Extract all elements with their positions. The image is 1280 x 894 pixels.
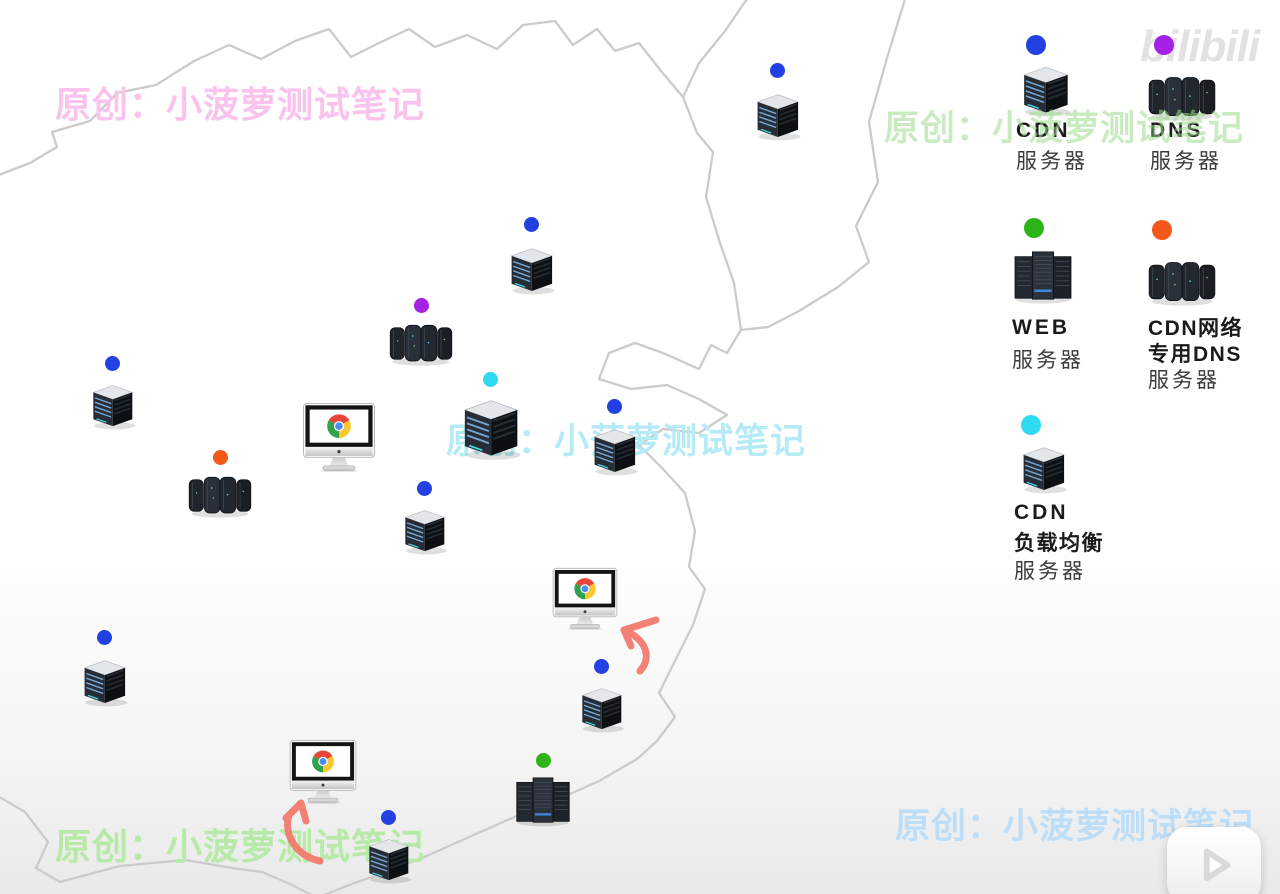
map-node-dns <box>387 298 455 366</box>
watermark-top-left: 原创：小菠萝测试笔记 <box>55 84 426 125</box>
map-node-cdn <box>354 810 422 885</box>
server-cluster-icon <box>1148 258 1216 306</box>
server-cluster-icon <box>389 321 453 366</box>
play-button[interactable] <box>1167 827 1261 894</box>
map-node-cdn <box>497 217 565 296</box>
legend-sublabel: 服务器 <box>1148 369 1220 392</box>
tower-server-icon <box>86 379 138 431</box>
legend-label: WEB <box>1012 316 1070 339</box>
legend-cdn-load-balancer-dot <box>1021 415 1041 435</box>
tower-server-icon <box>750 88 804 142</box>
legend-item-web: WEB 服务器 <box>1010 216 1140 376</box>
tower-server-icon <box>77 654 131 708</box>
tower-server-icon <box>504 242 558 296</box>
legend-sublabel: 服务器 <box>1016 150 1088 173</box>
tower-server-icon <box>1016 441 1070 495</box>
tower-server-icon <box>575 682 627 734</box>
tower-server-icon <box>362 833 414 885</box>
legend-sublabel: 服务器 <box>1014 560 1086 583</box>
map-node-cdn <box>70 630 138 708</box>
imac-chrome-monitor <box>551 567 619 630</box>
legend-item-cdn-private-dns: CDN网络 专用DNS 服务器 <box>1146 216 1276 392</box>
legend-item-dns: DNS 服务器 <box>1146 33 1276 183</box>
cdn-dot <box>380 810 396 825</box>
imac-chrome-monitor <box>301 402 377 472</box>
cdn-dot <box>769 63 785 78</box>
legend-label: DNS <box>1150 119 1204 142</box>
legend-dns-dot <box>1154 35 1174 55</box>
cdn-dot <box>96 630 112 645</box>
map-node-cdn-private-dns <box>186 450 254 518</box>
cdn-dot <box>593 659 609 674</box>
cdn-dot <box>523 217 539 232</box>
map-node-cdn <box>743 63 811 142</box>
map-node-cdn <box>567 659 635 734</box>
map-node-cdn-load-balancer <box>454 372 526 462</box>
legend-cdn-dot <box>1026 35 1046 55</box>
legend-sublabel: 服务器 <box>1150 150 1222 173</box>
map-node-web <box>509 753 577 827</box>
imac-chrome-monitor-icon <box>301 402 377 472</box>
cdn-dot <box>606 399 622 414</box>
legend-cdn-private-dns-dot <box>1152 220 1172 240</box>
cdn-dot <box>416 481 432 496</box>
tower-server-icon <box>587 423 641 477</box>
watermark-bottom-left: 原创：小菠萝测试笔记 <box>55 826 426 867</box>
tower-server-icon <box>398 504 450 556</box>
cdn-dot <box>104 356 120 371</box>
play-icon <box>1203 848 1231 882</box>
imac-chrome-monitor <box>288 739 358 804</box>
dns-dot <box>413 298 429 313</box>
imac-chrome-monitor-icon <box>288 739 358 804</box>
legend-item-cdn-load-balancer: CDN 负载均衡 服务器 <box>1012 413 1142 583</box>
imac-chrome-monitor-icon <box>551 567 619 630</box>
server-rack-icon <box>1012 248 1074 304</box>
web-dot <box>535 753 551 768</box>
map-node-cdn <box>580 399 648 477</box>
tower-server-icon <box>455 392 525 462</box>
legend-label: CDN <box>1014 501 1069 524</box>
legend-label: 负载均衡 <box>1014 532 1104 555</box>
map-node-cdn <box>390 481 458 556</box>
server-rack-icon <box>514 774 572 827</box>
watermark-top-right: 原创：小菠萝测试笔记 <box>884 109 1245 148</box>
legend-label: CDN <box>1016 119 1071 142</box>
legend-sublabel: 服务器 <box>1012 349 1084 372</box>
map-node-cdn <box>78 356 146 431</box>
legend-label: 专用DNS <box>1148 343 1242 366</box>
cdn-load-balancer-dot <box>482 372 498 387</box>
legend-item-cdn: CDN 服务器 <box>1014 33 1144 183</box>
legend-label: CDN网络 <box>1148 317 1243 340</box>
legend-web-dot <box>1024 218 1044 238</box>
cdn-private-dns-dot <box>212 450 228 465</box>
server-cluster-icon <box>188 473 252 518</box>
